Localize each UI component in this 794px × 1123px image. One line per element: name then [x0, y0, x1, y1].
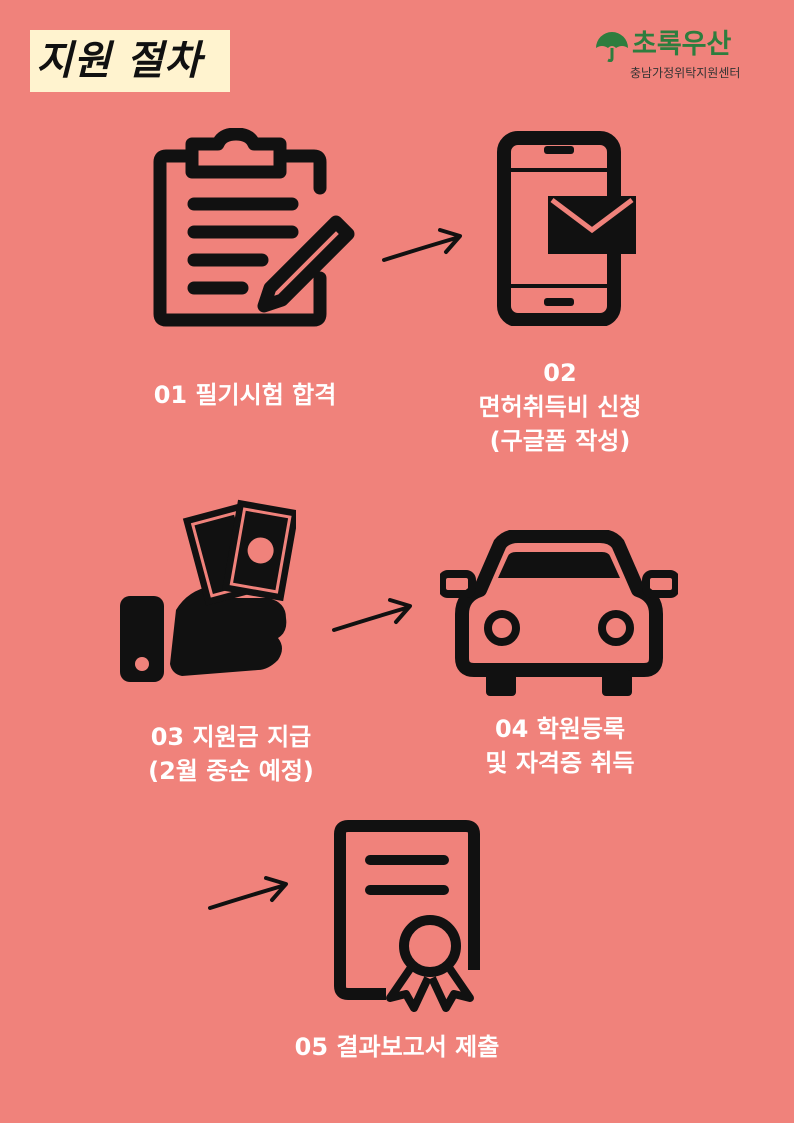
- step-02-note: (구글폼 작성): [489, 427, 631, 455]
- brand-logo: 초록우산 충남가정위탁지원센터: [592, 22, 772, 86]
- step-03-note: (2월 중순 예정): [148, 757, 314, 785]
- step-04-note: 및 자격증 취득: [485, 749, 635, 777]
- phone-mail-icon: [497, 131, 636, 326]
- certificate-icon: [334, 820, 480, 1012]
- page-title: 지원 절차: [36, 38, 203, 84]
- arrow-icon: [208, 876, 288, 910]
- umbrella-icon: [596, 32, 628, 62]
- step-02-label: 02 면허취득비 신청 (구글폼 작성): [430, 356, 690, 458]
- step-03-text: 03 지원금 지급: [150, 723, 312, 751]
- step-05-text: 05 결과보고서 제출: [294, 1033, 500, 1061]
- brand-name: 초록우산: [632, 29, 732, 60]
- step-05-label: 05 결과보고서 제출: [247, 1030, 547, 1064]
- clipboard-pencil-icon: [153, 128, 355, 327]
- step-03-label: 03 지원금 지급 (2월 중순 예정): [106, 720, 356, 788]
- arrow-icon: [382, 228, 462, 262]
- step-02-text: 면허취득비 신청: [478, 393, 642, 421]
- arrow-icon: [332, 598, 412, 632]
- step-01-label: 01 필기시험 합격: [110, 378, 380, 412]
- car-icon: [440, 530, 678, 696]
- step-02-number: 02: [543, 359, 577, 387]
- brand-subtitle: 충남가정위탁지원센터: [630, 66, 741, 80]
- step-04-label: 04 학원등록 및 자격증 취득: [430, 712, 690, 780]
- step-01-text: 01 필기시험 합격: [153, 381, 337, 409]
- hand-money-icon: [120, 499, 296, 682]
- step-04-text: 04 학원등록: [494, 715, 626, 743]
- title-background: [30, 30, 230, 92]
